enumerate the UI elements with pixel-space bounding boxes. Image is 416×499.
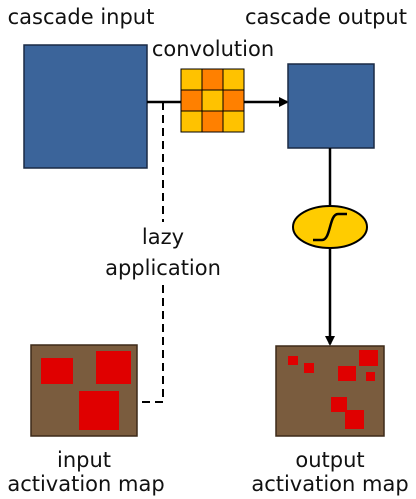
active-patch xyxy=(359,350,378,366)
active-patch xyxy=(331,397,347,412)
active-patch xyxy=(366,372,375,381)
output-activation-map xyxy=(275,345,385,437)
active-patch xyxy=(304,363,314,373)
active-patch xyxy=(345,410,364,429)
convolution-label: convolution xyxy=(151,37,275,61)
lazy-label: lazy xyxy=(128,225,198,249)
input-map-label-line2: activation map xyxy=(7,472,165,496)
kernel-cell xyxy=(180,110,203,133)
kernel-cell xyxy=(201,89,224,112)
lazy-application-dashed-line xyxy=(137,102,164,403)
cascade-input-block xyxy=(23,44,148,169)
kernel-cell xyxy=(222,110,245,133)
kernel-cell xyxy=(222,89,245,112)
convolution-kernel-icon xyxy=(180,68,245,133)
kernel-cell xyxy=(201,110,224,133)
output-map-label-line1: output xyxy=(295,448,365,472)
active-patch xyxy=(41,358,73,384)
active-patch xyxy=(79,391,119,430)
active-patch xyxy=(288,356,298,365)
cascade-output-block xyxy=(287,63,375,149)
kernel-cell xyxy=(180,89,203,112)
active-patch xyxy=(96,351,131,384)
kernel-cell xyxy=(180,68,203,91)
input-activation-map xyxy=(30,344,138,437)
sigmoid-activation-icon xyxy=(292,205,368,249)
output-map-label-line2: activation map xyxy=(251,472,409,496)
cascade-input-label: cascade input xyxy=(7,5,155,29)
input-map-label-line1: input xyxy=(56,448,112,472)
active-patch xyxy=(338,366,356,381)
cascade-output-label: cascade output xyxy=(245,5,407,29)
kernel-cell xyxy=(222,68,245,91)
application-label: application xyxy=(96,256,230,280)
kernel-cell xyxy=(201,68,224,91)
